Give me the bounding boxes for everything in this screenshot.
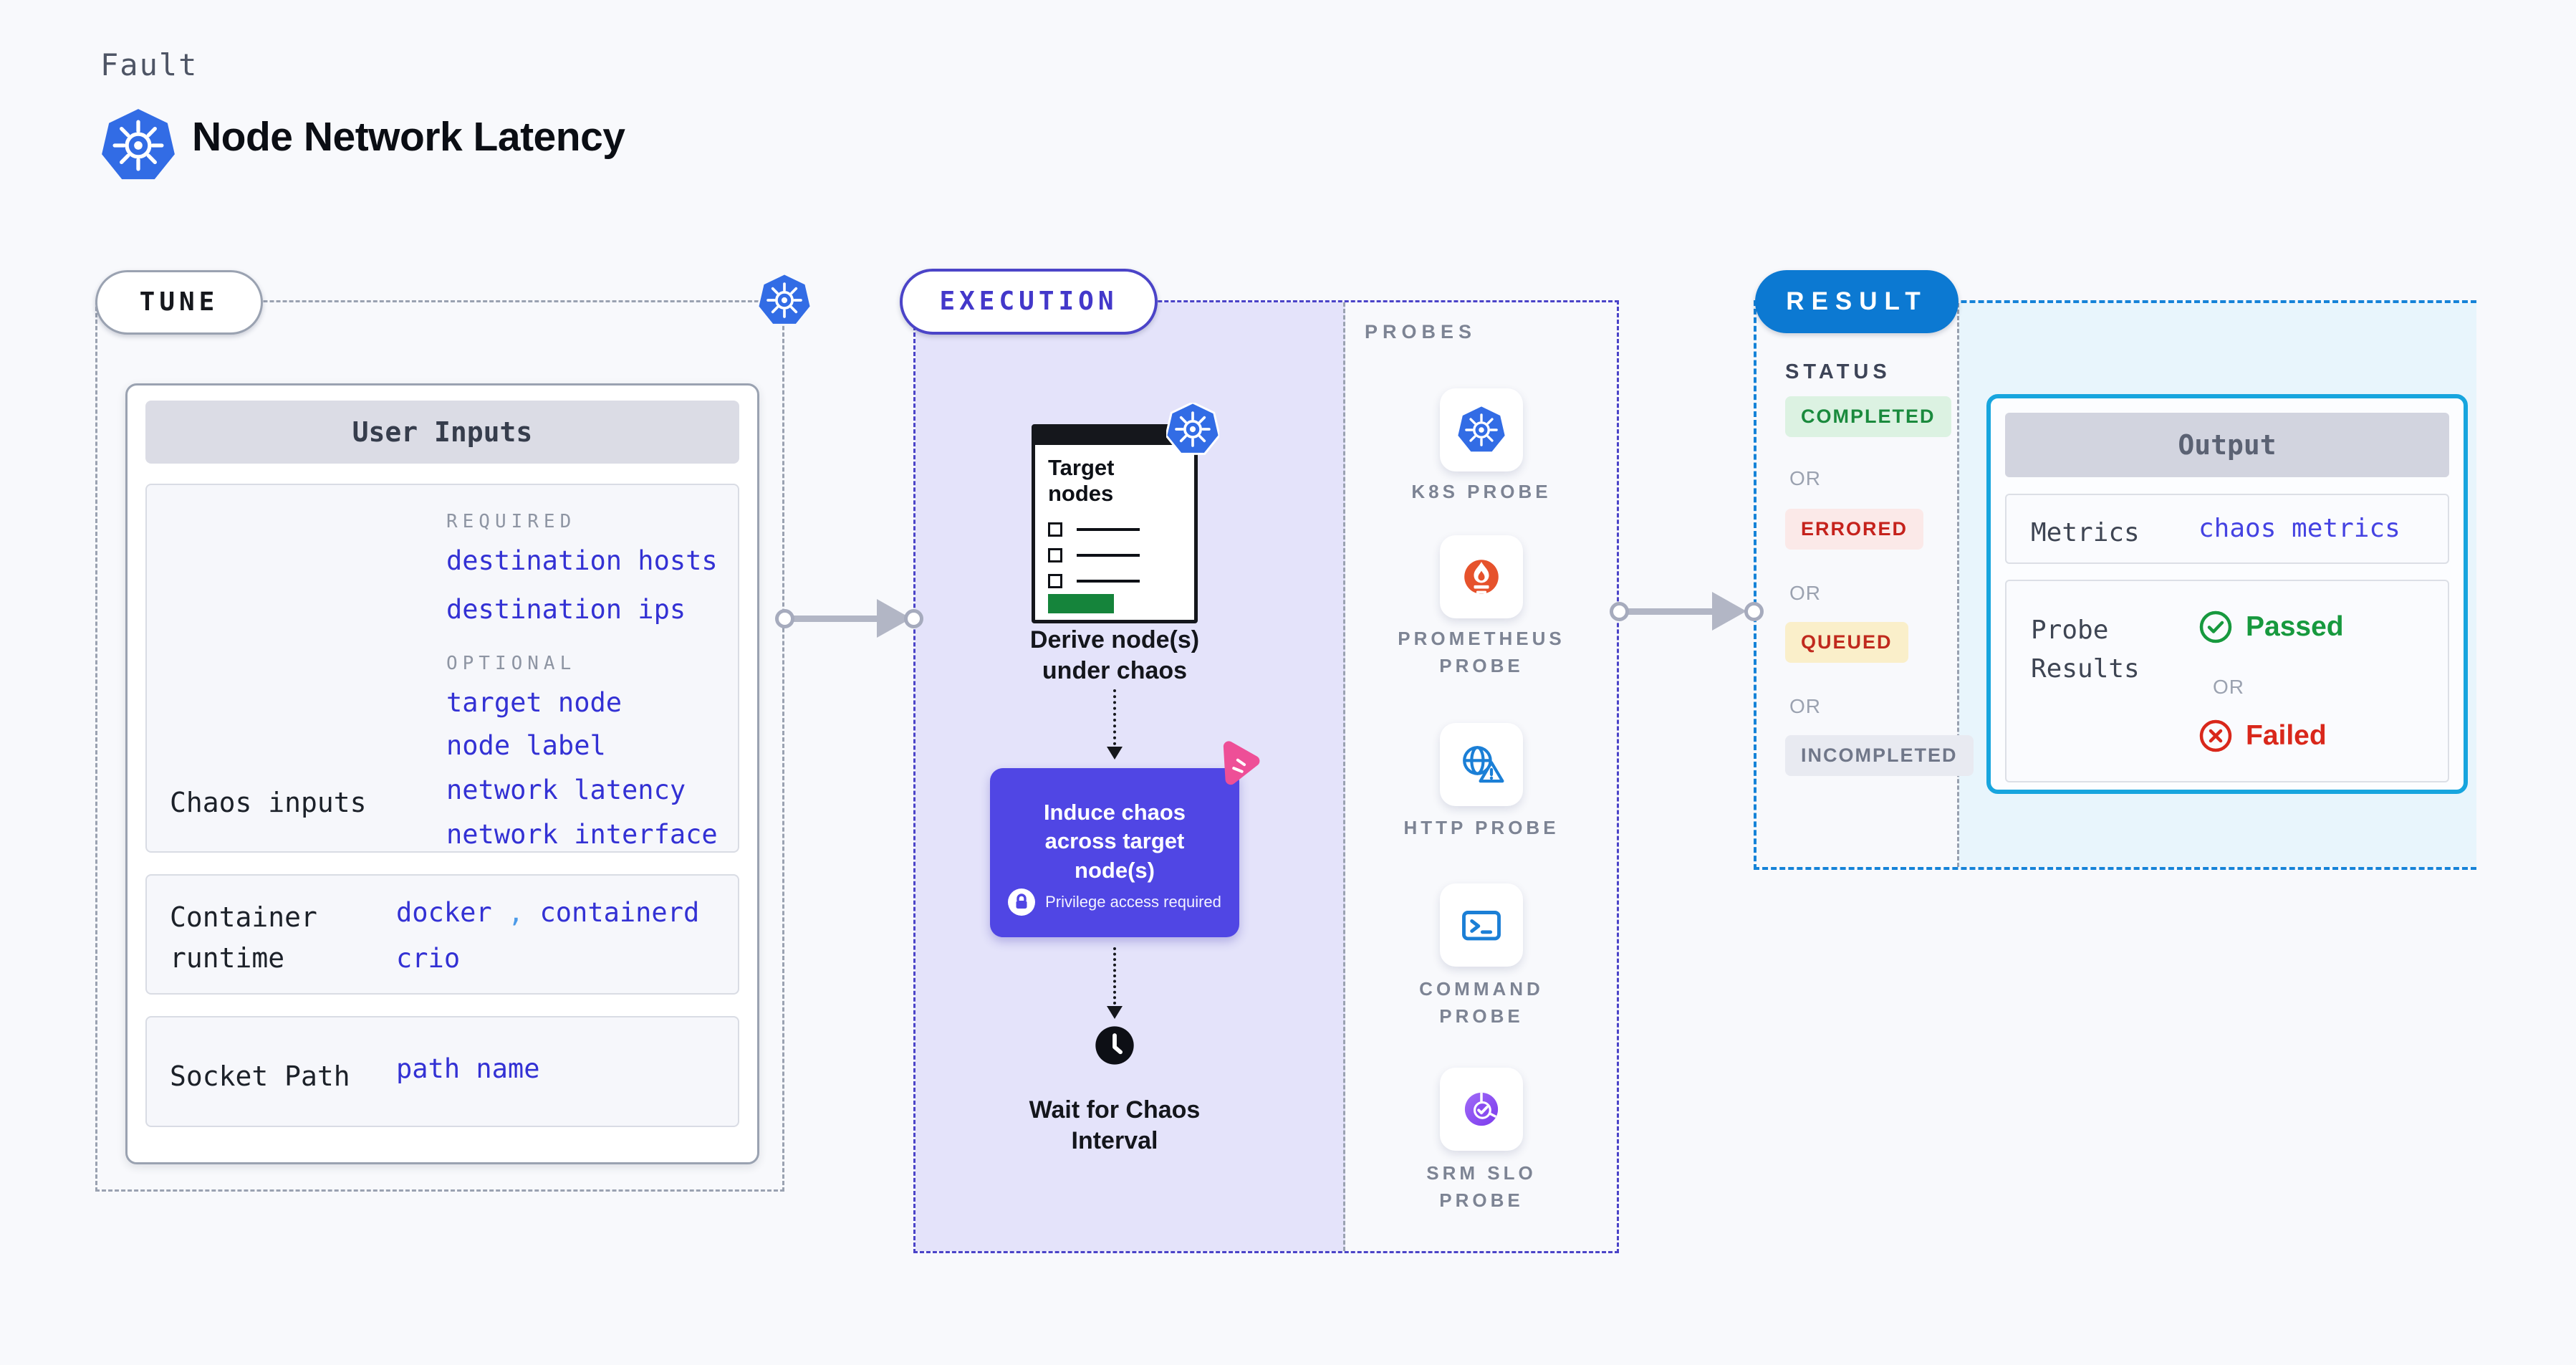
- socket-path-label: Socket Path: [170, 1060, 350, 1092]
- runtime-value-docker[interactable]: docker: [396, 897, 492, 928]
- list-line: [1077, 528, 1140, 531]
- or-separator: OR: [1789, 582, 1821, 604]
- probe-label-k8s: K8S PROBE: [1411, 481, 1552, 502]
- tune-to-execution-arrow-line: [790, 616, 880, 622]
- probes-heading: PROBES: [1365, 321, 1477, 343]
- flow-dotted-line: [1113, 947, 1116, 1005]
- list-line: [1077, 554, 1140, 557]
- tune-section-box: [95, 300, 784, 1192]
- srm-slo-pie-check-icon: [1464, 1092, 1499, 1126]
- optional-heading: OPTIONAL: [446, 653, 577, 674]
- runtime-value-crio[interactable]: crio: [396, 943, 461, 974]
- probe-label-prometheus: PROMETHEUS PROBE: [1398, 628, 1565, 676]
- execution-probes-divider: [1343, 302, 1345, 1251]
- chaos-inputs-label: Chaos inputs: [170, 787, 367, 818]
- list-line: [1077, 580, 1140, 583]
- chaos-metrics-link[interactable]: chaos metrics: [2198, 514, 2400, 543]
- chaos-inputs-section: [145, 484, 739, 853]
- status-output-divider: [1957, 303, 1959, 867]
- probes-edge-connector-dot: [1610, 602, 1629, 621]
- probe-card-srm-slo: [1440, 1068, 1523, 1151]
- probes-to-result-arrow-head: [1712, 592, 1746, 631]
- output-header: Output: [2005, 413, 2449, 477]
- required-heading: REQUIRED: [446, 511, 577, 532]
- flow-arrow-head: [1107, 1006, 1123, 1019]
- privilege-note-row: Privilege access required: [990, 889, 1239, 916]
- probe-card-prometheus: [1440, 535, 1523, 618]
- http-globe-warning-icon: [1463, 746, 1504, 783]
- failed-label: Failed: [2246, 720, 2327, 751]
- tune-pill: TUNE: [95, 270, 263, 335]
- probe-card-http: [1440, 723, 1523, 806]
- privilege-note-text: Privilege access required: [1045, 893, 1221, 911]
- link-target-node[interactable]: target node: [446, 687, 623, 718]
- kubernetes-icon: [1458, 406, 1505, 452]
- command-terminal-icon: [1462, 911, 1501, 941]
- prometheus-icon: [1464, 560, 1499, 594]
- probe-results-row: Probe Results Passed OR Failed: [2005, 580, 2449, 782]
- socket-path-section: [145, 1016, 739, 1127]
- flow-arrow-head: [1107, 747, 1123, 760]
- probe-results-label: Probe Results: [2031, 616, 2140, 684]
- status-badge-queued: QUEUED: [1785, 622, 1908, 663]
- probe-label-srm-slo: SRM SLO PROBE: [1426, 1162, 1537, 1211]
- passed-row: Passed: [2198, 610, 2344, 644]
- container-runtime-label: Container runtime: [170, 901, 317, 974]
- link-network-interface[interactable]: network interface: [446, 819, 718, 850]
- probes-to-result-arrow-line: [1627, 608, 1714, 615]
- link-node-label[interactable]: node label: [446, 730, 606, 761]
- failed-row: Failed: [2198, 719, 2327, 753]
- page-title: Node Network Latency: [192, 114, 625, 160]
- runtime-comma: ,: [507, 897, 524, 928]
- link-network-latency[interactable]: network latency: [446, 775, 686, 805]
- step-induce-chaos: Induce chaos across target node(s): [1043, 800, 1186, 883]
- induce-chaos-box: Induce chaos across target node(s) Privi…: [990, 768, 1239, 937]
- status-heading: STATUS: [1785, 360, 1891, 383]
- tune-edge-connector-dot: [775, 609, 794, 628]
- selection-bar: [1048, 594, 1114, 613]
- or-separator: OR: [1789, 467, 1821, 489]
- lock-icon: [1008, 889, 1036, 916]
- target-nodes-card: Target nodes: [1032, 424, 1198, 623]
- link-destination-ips[interactable]: destination ips: [446, 594, 686, 625]
- target-card-title: Target nodes: [1048, 455, 1115, 506]
- execution-edge-connector-dot: [904, 609, 923, 628]
- step-wait-interval: Wait for Chaos Interval: [1029, 1096, 1201, 1154]
- execution-pill: EXECUTION: [900, 269, 1158, 335]
- user-inputs-header: User Inputs: [145, 401, 739, 464]
- probe-card-k8s: [1440, 388, 1523, 471]
- probe-label-command: COMMAND PROBE: [1419, 978, 1544, 1027]
- container-runtime-section: [145, 874, 739, 995]
- result-pill: RESULT: [1755, 270, 1959, 333]
- socket-path-value[interactable]: path name: [396, 1053, 540, 1084]
- status-badge-errored: ERRORED: [1785, 509, 1924, 550]
- flow-dotted-line: [1113, 689, 1116, 745]
- probe-card-command: [1440, 883, 1523, 967]
- passed-label: Passed: [2246, 611, 2344, 642]
- metrics-row: Metrics chaos metrics: [2005, 494, 2449, 564]
- checkbox-icon: [1048, 548, 1062, 562]
- runtime-values-line1: docker , containerd: [396, 897, 699, 928]
- kubernetes-icon: [758, 274, 811, 326]
- result-edge-connector-dot: [1744, 602, 1764, 621]
- fault-eyebrow: Fault: [100, 47, 198, 82]
- checkbox-icon: [1048, 522, 1062, 537]
- status-badge-completed: COMPLETED: [1785, 396, 1951, 437]
- runtime-value-containerd[interactable]: containerd: [539, 897, 700, 928]
- checkbox-icon: [1048, 574, 1062, 588]
- kubernetes-logo-icon: [102, 109, 175, 180]
- litmus-chaos-icon: [1223, 741, 1260, 785]
- clock-icon: [1095, 1026, 1134, 1065]
- probe-label-http: HTTP PROBE: [1403, 817, 1559, 838]
- passed-check-icon: [2199, 610, 2232, 643]
- kubernetes-icon: [1166, 403, 1219, 455]
- link-destination-hosts[interactable]: destination hosts: [446, 545, 718, 576]
- metrics-label: Metrics: [2031, 518, 2140, 547]
- or-separator: OR: [2213, 676, 2244, 698]
- status-badge-incompleted: INCOMPLETED: [1785, 735, 1974, 776]
- or-separator: OR: [1789, 695, 1821, 717]
- step-derive-nodes: Derive node(s) under chaos: [1029, 626, 1200, 684]
- output-card: Output Metrics chaos metrics Probe Resul…: [1986, 394, 2468, 794]
- failed-x-icon: [2199, 719, 2232, 752]
